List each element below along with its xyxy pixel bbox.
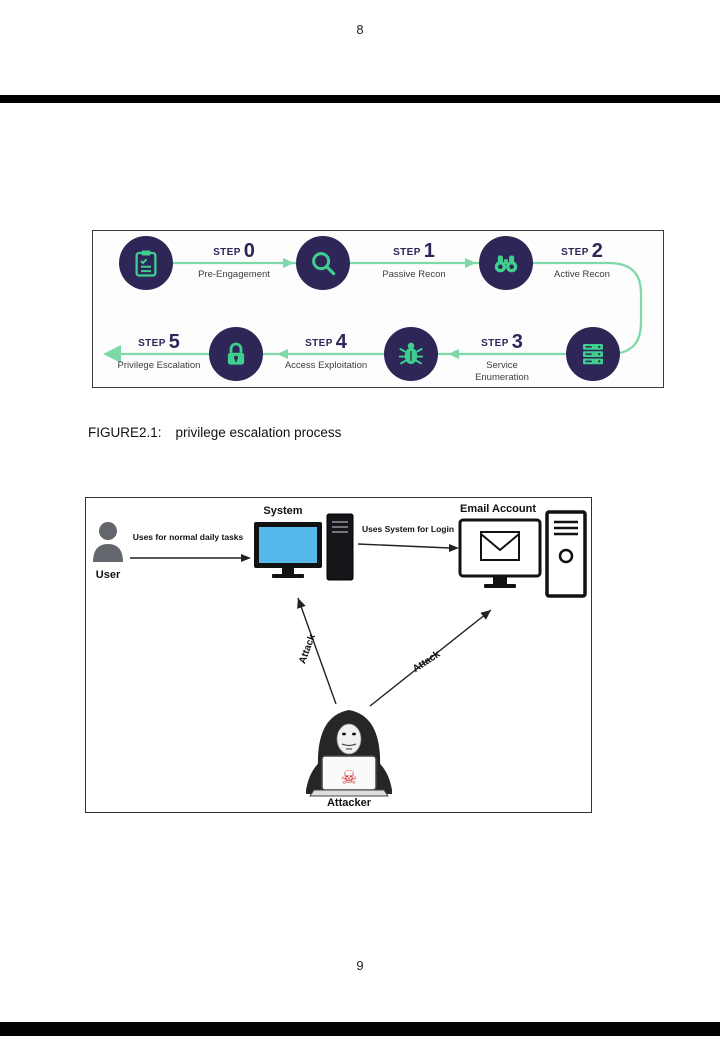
step-sublabel: Access Exploitation bbox=[284, 360, 368, 371]
flow-arrow-icon bbox=[448, 349, 459, 359]
system-email-arrow-label: Uses System for Login bbox=[362, 524, 454, 534]
step-number: 1 bbox=[423, 240, 435, 262]
attack-right-label: Attack bbox=[411, 649, 443, 675]
arrowhead-icon bbox=[480, 610, 491, 620]
attack-left-label: Attack bbox=[297, 632, 318, 665]
step-prefix: STEP bbox=[561, 247, 589, 258]
server-icon bbox=[583, 344, 603, 365]
step-sublabel: Privilege Escalation bbox=[117, 360, 201, 371]
email-tower-icon bbox=[545, 510, 587, 598]
user-system-arrow-label: Uses for normal daily tasks bbox=[133, 532, 244, 542]
step-sublabel: Active Recon bbox=[554, 269, 610, 280]
flow-arrow-icon bbox=[283, 258, 294, 268]
step-sublabel: Pre-Engagement bbox=[198, 269, 270, 280]
email-monitor-icon bbox=[458, 518, 542, 588]
step0-circle bbox=[119, 236, 173, 290]
flow-arrow-icon bbox=[277, 349, 288, 359]
system-monitor-icon bbox=[254, 522, 322, 578]
system-label: System bbox=[263, 505, 302, 517]
step-sublabel: Service Enumeration bbox=[475, 360, 529, 383]
step-prefix: STEP bbox=[393, 247, 421, 258]
attack-arrow-right bbox=[369, 609, 492, 707]
attack-arrow-left bbox=[297, 597, 337, 705]
step1-label: STEP 1 Passive Recon bbox=[364, 238, 464, 281]
email-account-label: Email Account bbox=[460, 503, 536, 515]
page-number-top: 8 bbox=[356, 22, 364, 37]
magnifier-icon bbox=[312, 252, 336, 276]
user-icon bbox=[93, 522, 123, 562]
step4-circle bbox=[384, 327, 438, 381]
step4-label: STEP 4 Access Exploitation bbox=[276, 329, 376, 372]
step3-label: STEP 3 Service Enumeration bbox=[452, 329, 552, 384]
page-number-bottom: 9 bbox=[356, 958, 364, 973]
step-prefix: STEP bbox=[305, 338, 333, 349]
attacker-icon: ☠ bbox=[306, 710, 392, 797]
user-label: User bbox=[96, 569, 121, 581]
step5-label: STEP 5 Privilege Escalation bbox=[109, 329, 209, 372]
arrowhead-icon bbox=[241, 554, 251, 562]
step-sublabel: Passive Recon bbox=[382, 269, 446, 280]
flow-arrow-icon bbox=[465, 258, 476, 268]
step-number: 3 bbox=[511, 331, 523, 353]
caption-label: FIGURE2.1: bbox=[88, 425, 162, 440]
flow-end-arrow-icon bbox=[103, 345, 121, 363]
binoculars-icon bbox=[494, 255, 518, 273]
step0-label: STEP 0 Pre-Engagement bbox=[184, 238, 284, 281]
step-prefix: STEP bbox=[481, 338, 509, 349]
caption-text: privilege escalation process bbox=[175, 425, 342, 440]
bug-icon bbox=[398, 342, 424, 365]
figure-caption: FIGURE2.1: privilege escalation process bbox=[88, 425, 341, 440]
system-tower-icon bbox=[326, 513, 354, 581]
clipboard-icon bbox=[135, 250, 157, 277]
step-number: 2 bbox=[591, 240, 603, 262]
step1-circle bbox=[296, 236, 350, 290]
skull-icon: ☠ bbox=[340, 768, 357, 789]
step-number: 4 bbox=[335, 331, 347, 353]
step2-circle bbox=[479, 236, 533, 290]
step2-label: STEP 2 Active Recon bbox=[532, 238, 632, 281]
step5-circle bbox=[209, 327, 263, 381]
attacker-label: Attacker bbox=[327, 797, 372, 809]
figure-privilege-escalation-process: STEP 0 Pre-Engagement STEP 1 Passive Rec… bbox=[92, 230, 664, 388]
step-prefix: STEP bbox=[138, 338, 166, 349]
flow-connector-line bbox=[103, 258, 643, 363]
system-email-arrow bbox=[357, 543, 451, 549]
page-divider-top bbox=[0, 95, 720, 103]
step3-circle bbox=[566, 327, 620, 381]
step-number: 0 bbox=[243, 240, 255, 262]
step-prefix: STEP bbox=[213, 247, 241, 258]
envelope-icon bbox=[480, 531, 520, 561]
step-number: 5 bbox=[168, 331, 180, 353]
arrowhead-icon bbox=[297, 598, 306, 609]
lock-icon bbox=[227, 342, 245, 365]
figure-attack-diagram: User Uses for normal daily tasks System bbox=[85, 497, 592, 813]
page-divider-bottom bbox=[0, 1022, 720, 1036]
arrowhead-icon bbox=[449, 544, 459, 552]
